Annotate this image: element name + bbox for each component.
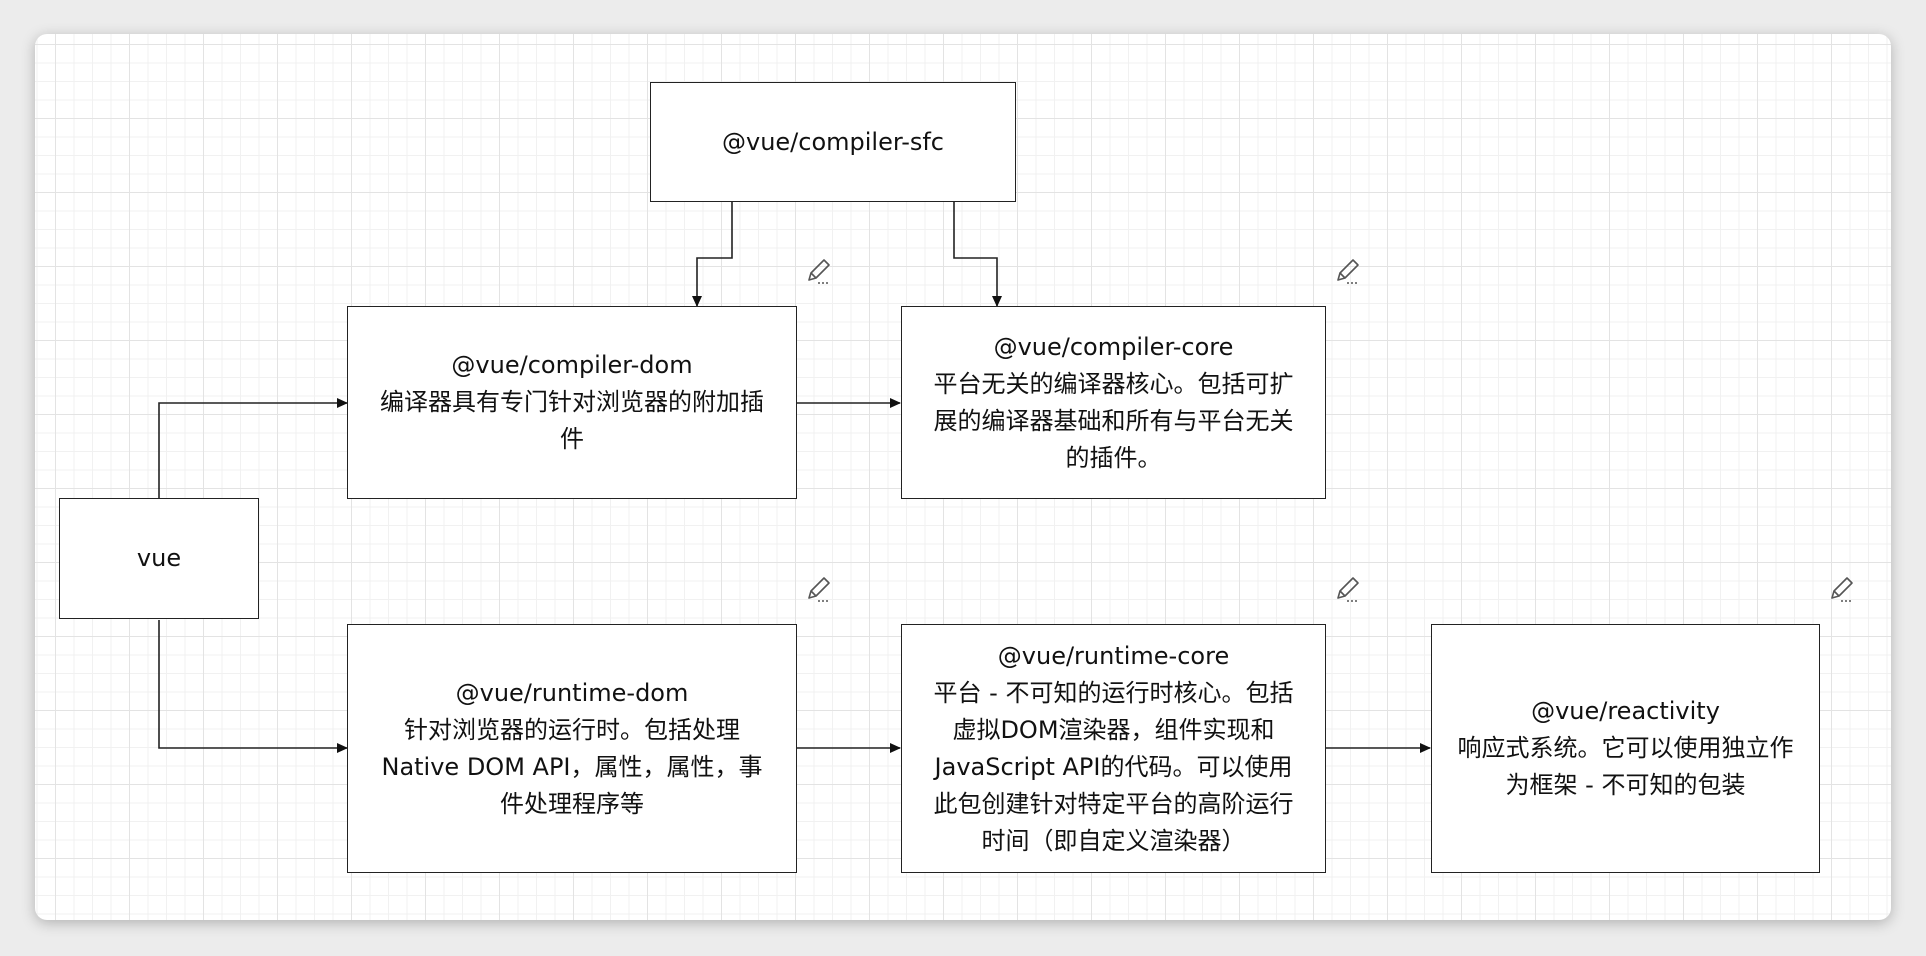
- pencil-edit-icon[interactable]: [803, 258, 833, 288]
- node-description: 平台无关的编译器核心。包括可扩 展的编译器基础和所有与平台无关 的插件。: [933, 369, 1294, 472]
- node-title: @vue/compiler-sfc: [722, 127, 944, 156]
- node-title: @vue/compiler-dom: [451, 351, 693, 379]
- node-runtime-dom[interactable]: @vue/runtime-dom 针对浏览器的运行时。包括处理 Native D…: [347, 624, 797, 873]
- node-title: @vue/compiler-core: [993, 332, 1234, 361]
- node-reactivity[interactable]: @vue/reactivity 响应式系统。它可以使用独立作 为框架 - 不可知…: [1431, 624, 1820, 873]
- node-compiler-core[interactable]: @vue/compiler-core 平台无关的编译器核心。包括可扩 展的编译器…: [901, 306, 1326, 499]
- node-title: @vue/reactivity: [1531, 697, 1720, 725]
- node-title: vue: [136, 544, 182, 572]
- node-runtime-core[interactable]: @vue/runtime-core 平台 - 不可知的运行时核心。包括 虚拟DO…: [901, 624, 1326, 873]
- node-description: 响应式系统。它可以使用独立作 为框架 - 不可知的包装: [1457, 734, 1794, 799]
- pencil-edit-icon[interactable]: [1332, 258, 1362, 288]
- node-description: 编译器具有专门针对浏览器的附加插 件: [380, 388, 764, 453]
- node-description: 针对浏览器的运行时。包括处理 Native DOM API，属性，属性，事 件处…: [381, 715, 763, 818]
- node-title: @vue/runtime-dom: [455, 678, 689, 707]
- node-vue[interactable]: vue: [59, 498, 259, 619]
- pencil-edit-icon[interactable]: [803, 576, 833, 606]
- node-compiler-sfc[interactable]: @vue/compiler-sfc: [650, 82, 1016, 202]
- node-compiler-dom[interactable]: @vue/compiler-dom 编译器具有专门针对浏览器的附加插 件: [347, 306, 797, 499]
- node-title: @vue/runtime-core: [997, 641, 1230, 670]
- node-description: 平台 - 不可知的运行时核心。包括 虚拟DOM渲染器，组件实现和 JavaScr…: [933, 678, 1294, 855]
- pencil-edit-icon[interactable]: [1826, 576, 1856, 606]
- pencil-edit-icon[interactable]: [1332, 576, 1362, 606]
